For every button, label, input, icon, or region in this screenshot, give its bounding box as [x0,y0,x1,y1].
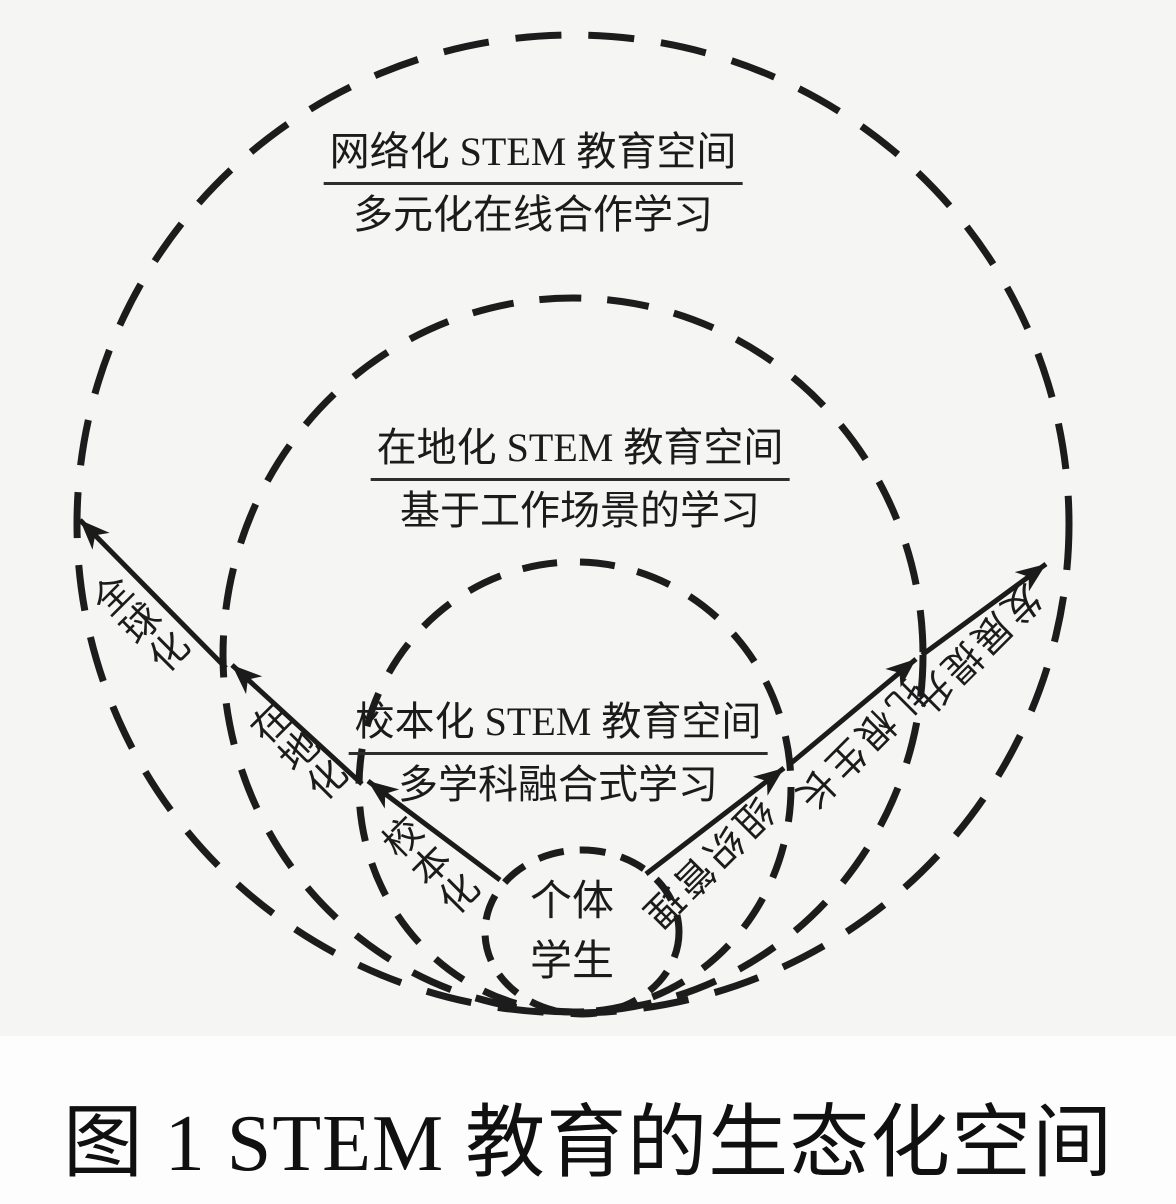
left-arrow-segment-school [366,779,502,882]
student-core-line1: 个体 [529,879,615,925]
school-ring-label: 校本化 STEM 教育空间 多学科融合式学习 [348,699,768,808]
student-core-line2: 学生 [529,939,615,985]
localized-ring-title: 在地化 STEM 教育空间 [370,425,790,481]
networked-ring-label: 网络化 STEM 教育空间 多元化在线合作学习 [323,129,743,238]
localized-ring-subtitle: 基于工作场景的学习 [400,487,760,533]
networked-ring-subtitle: 多元化在线合作学习 [353,191,713,237]
left-arrow-segment-global [78,518,228,670]
figure-caption: 图 1 STEM 教育的生态化空间 [62,1100,1114,1188]
student-core-label: 个体 学生 [530,872,614,992]
right-arrow-segment-organize [644,766,786,876]
right-arrow-segment-rooting [788,657,918,766]
localized-ring-label: 在地化 STEM 教育空间 基于工作场景的学习 [370,425,790,534]
student-circle [481,846,683,1018]
networked-ring-title: 网络化 STEM 教育空间 [323,129,743,185]
right-arrow-segment-develop [920,561,1048,658]
school-ring-subtitle: 多学科融合式学习 [398,761,718,807]
rings-and-arrows-canvas [73,31,1073,1018]
left-arrow-segment-local [230,663,364,786]
stem-space-diagram: 网络化 STEM 教育空间 多元化在线合作学习 在地化 STEM 教育空间 基于… [73,31,1073,1018]
school-ring-ellipse [355,558,795,1016]
school-ring-title: 校本化 STEM 教育空间 [348,699,768,755]
